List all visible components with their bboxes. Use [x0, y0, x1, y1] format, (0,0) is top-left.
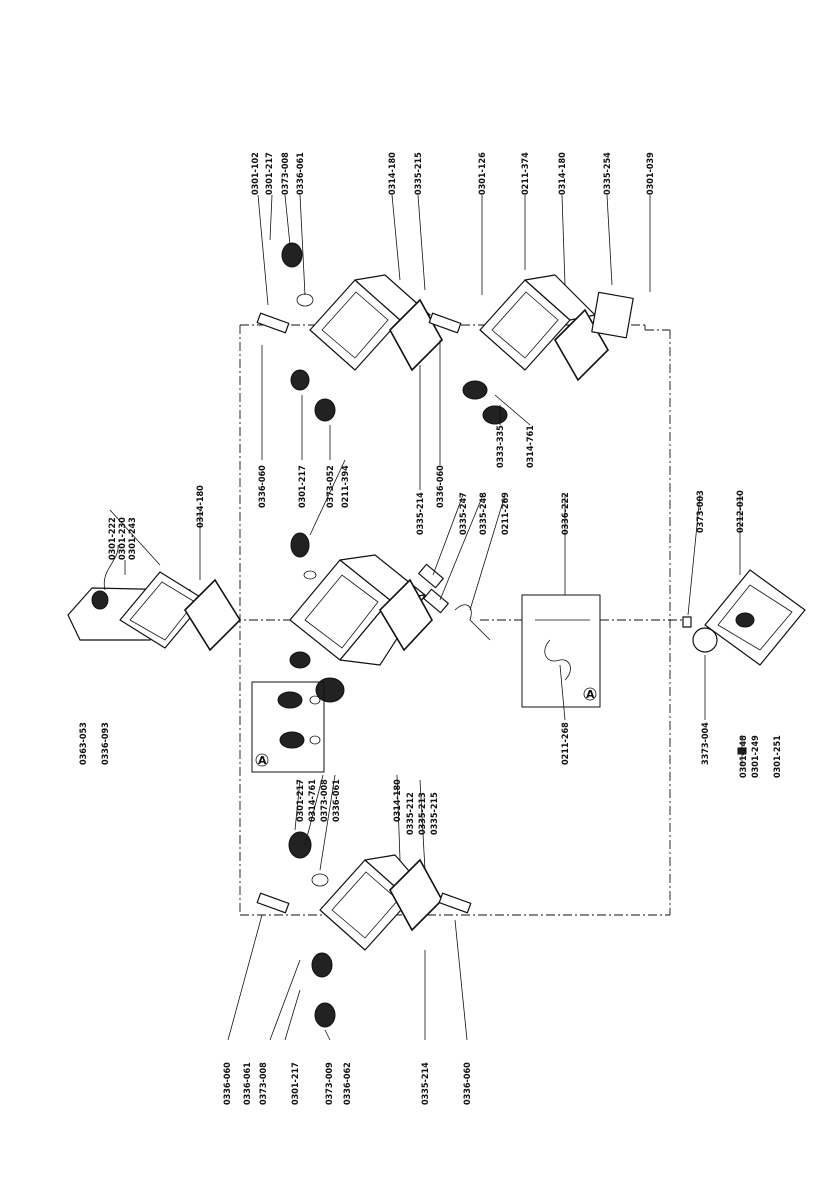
- label-0301-039: 0301-039: [646, 152, 656, 195]
- label-0373-008-c: 0373-008: [259, 1062, 269, 1105]
- label-0301-126: 0301-126: [478, 152, 488, 195]
- label-3373-004: 3373-004: [701, 722, 711, 765]
- label-0335-254: 0335-254: [603, 152, 613, 195]
- label-0336-061-a: 0336-061: [296, 152, 306, 195]
- detail-marker-a: A: [258, 754, 267, 767]
- label-0336-093: 0336-093: [101, 722, 111, 765]
- label-0335-247: 0335-247: [459, 492, 469, 535]
- label-0301-230: 0301-230: [118, 517, 128, 560]
- label-0333-335: 0333-335: [496, 425, 506, 468]
- leader-lines: [124, 194, 741, 1041]
- label-0373-003: 0373-003: [696, 490, 706, 533]
- label-0335-213: 0335-213: [418, 792, 428, 835]
- label-0314-180-c: 0314-180: [196, 485, 206, 528]
- label-0373-052: 0373-052: [326, 465, 336, 508]
- cap-0373-003: [682, 616, 692, 628]
- gland-ur-a: [281, 242, 303, 268]
- label-0335-248: 0335-248: [479, 492, 489, 535]
- gland-r-a: [462, 380, 488, 400]
- housing-right: [428, 274, 634, 425]
- label-0212-010: 0212-010: [736, 490, 746, 533]
- gland-ur-b: [290, 369, 310, 391]
- base-plate: [704, 569, 806, 666]
- label-0301-243: 0301-243: [128, 517, 138, 560]
- label-0363-053: 0363-053: [79, 722, 89, 765]
- clip-ll-b: [438, 892, 472, 914]
- label-0335-215-b: 0335-215: [430, 792, 440, 835]
- gland-r-b: [482, 405, 508, 425]
- label-0301-217-b: 0301-217: [298, 465, 308, 508]
- gasket-pad: [183, 578, 242, 652]
- label-0211-268: 0211-268: [561, 722, 571, 765]
- label-0336-060-d: 0336-060: [463, 1062, 473, 1105]
- gland-ur-c: [314, 398, 336, 422]
- label-0301-217-d: 0301-217: [291, 1062, 301, 1105]
- housing-lower-left: [256, 831, 472, 1028]
- label-0335-214-b: 0335-214: [421, 1062, 431, 1105]
- label-0336-061-b: 0336-061: [332, 779, 342, 822]
- label-0336-062: 0336-062: [343, 1062, 353, 1105]
- gland-ll-a: [288, 831, 312, 859]
- label-0314-761-a: 0314-761: [526, 425, 536, 468]
- housing-ur-gasket: [389, 298, 443, 372]
- label-0314-761-b: 0314-761: [308, 779, 318, 822]
- main-housing-group: [289, 532, 491, 703]
- label-0373-008-b: 0373-008: [320, 779, 330, 822]
- main-cable-gland-a: [315, 677, 345, 703]
- label-0336-060-c: 0336-060: [223, 1062, 233, 1105]
- detail-a-left: A: [251, 681, 325, 773]
- label-0301-249: 0301-249: [751, 735, 761, 778]
- label-0314-180-a: 0314-180: [388, 152, 398, 195]
- label-0335-215-a: 0335-215: [414, 152, 424, 195]
- lid-cover-group: [67, 509, 242, 652]
- terminal-block-a: [418, 563, 444, 589]
- label-0211-269: 0211-269: [501, 492, 511, 535]
- label-0336-061-c: 0336-061: [243, 1062, 253, 1105]
- gland-ll-b: [311, 952, 333, 978]
- cable-gland-cap: [91, 590, 109, 610]
- label-0301-248: 0301-248: [739, 735, 749, 778]
- clip-ll-a: [256, 892, 290, 914]
- label-0336-060-b: 0336-060: [436, 465, 446, 508]
- label-0335-212: 0335-212: [406, 792, 416, 835]
- gland-ll-c: [314, 1002, 336, 1028]
- label-0301-102: 0301-102: [251, 152, 261, 195]
- label-0211-394: 0211-394: [341, 465, 351, 508]
- terminal-block-b: [423, 588, 449, 614]
- label-0336-222: 0336-222: [561, 492, 571, 535]
- main-cable-gland-b: [289, 651, 311, 669]
- label-0301-217-c: 0301-217: [296, 779, 306, 822]
- label-0301-217-a: 0301-217: [265, 152, 275, 195]
- knob-3373-004: [692, 627, 718, 653]
- part-number-labels: 0301-102 0301-217 0373-008 0336-061 0314…: [79, 152, 783, 1105]
- label-0335-214-a: 0335-214: [416, 492, 426, 535]
- gland-0211-394: [290, 532, 310, 558]
- label-0336-060-a: 0336-060: [258, 465, 268, 508]
- clip-ur-a: [256, 312, 290, 334]
- label-0373-008-a: 0373-008: [281, 152, 291, 195]
- label-0314-180-d: 0314-180: [393, 779, 403, 822]
- label-0301-251: 0301-251: [773, 735, 783, 778]
- housing-upper-right: [256, 242, 443, 422]
- terminal-strip: [591, 291, 634, 339]
- clip-r-a: [428, 312, 462, 334]
- base-plate-group: [682, 569, 806, 765]
- detail-marker-a-2: A: [586, 688, 595, 701]
- detail-a-right: A: [521, 594, 601, 708]
- main-gasket: [378, 578, 433, 652]
- label-0211-374: 0211-374: [521, 152, 531, 195]
- label-0301-222: 0301-222: [108, 517, 118, 560]
- label-0373-009: 0373-009: [325, 1062, 335, 1105]
- label-0314-180-b: 0314-180: [558, 152, 568, 195]
